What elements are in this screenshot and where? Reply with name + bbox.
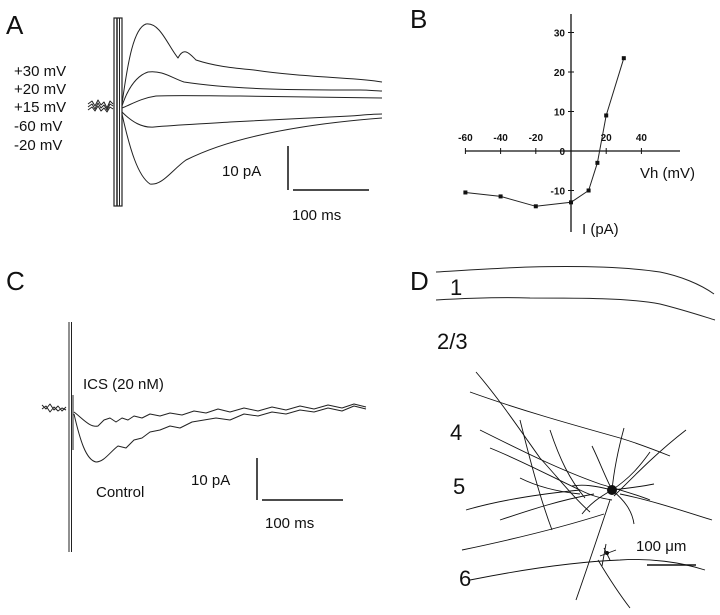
baseline-trace <box>87 105 114 113</box>
layer-label: 1 <box>450 275 462 300</box>
ics-trace <box>73 403 367 427</box>
iv-points <box>463 56 626 209</box>
baseline-trace <box>87 102 114 111</box>
iv-x-axis-label: Vh (mV) <box>640 165 695 182</box>
small-neuron-soma <box>605 551 609 555</box>
voltage-label: +20 mV <box>14 81 66 98</box>
baseline-trace <box>87 99 114 109</box>
iv-x-tick-label: 20 <box>601 133 613 144</box>
panel-a-voltage-labels: +30 mV +20 mV +15 mV -60 mV -20 mV <box>14 63 66 154</box>
current-trace-minus60mV <box>121 111 383 128</box>
voltage-label: -20 mV <box>14 137 62 154</box>
scale-time-label: 100 ms <box>265 515 314 532</box>
layer-label: 6 <box>459 566 471 591</box>
control-label: Control <box>96 484 144 501</box>
panel-label-c: C <box>6 266 25 296</box>
panel-label-b: B <box>410 4 427 34</box>
voltage-label: +15 mV <box>14 99 66 116</box>
iv-chart: -60 -40 -20 20 40 30 20 10 0 -10 Vh (mV) I (pA) <box>458 14 695 238</box>
panel-c-scale-bar: 10 pA 100 ms <box>191 458 343 532</box>
iv-y-tick-label: 30 <box>554 29 566 40</box>
iv-x-tick-label: -40 <box>493 133 508 144</box>
voltage-label: -60 mV <box>14 118 62 135</box>
iv-y-axis-label: I (pA) <box>582 221 619 238</box>
baseline-trace <box>41 405 67 413</box>
neuron-reconstruction <box>461 371 713 609</box>
layer-label: 4 <box>450 420 462 445</box>
current-trace-30mV <box>121 23 383 105</box>
iv-tick-labels: -60 -40 -20 20 40 30 20 10 0 -10 <box>458 29 647 198</box>
panel-a-scale-bar: 10 pA 100 ms <box>222 146 369 224</box>
iv-data-point <box>463 190 468 195</box>
iv-axes <box>465 14 680 232</box>
iv-data-point <box>586 188 591 193</box>
control-trace <box>73 405 367 463</box>
baseline-trace <box>41 403 67 412</box>
panel-label-d: D <box>410 266 429 296</box>
iv-y-tick-label: -10 <box>551 187 566 198</box>
iv-data-point <box>533 204 538 209</box>
stimulus-artifact <box>113 17 123 207</box>
current-trace-20mV <box>121 71 383 107</box>
iv-series-line <box>465 58 625 207</box>
current-trace-15mV <box>121 95 383 109</box>
iv-data-point <box>604 113 609 118</box>
iv-y-tick-label: 0 <box>559 147 565 158</box>
drug-label: ICS (20 nM) <box>83 376 164 393</box>
panel-d-scale-bar: 100 μm <box>636 538 696 566</box>
cortical-layer-labels: 1 2/3 4 5 6 <box>437 275 471 591</box>
iv-x-tick-label: 40 <box>636 133 648 144</box>
iv-data-point <box>621 56 626 61</box>
neuron-soma <box>607 485 617 495</box>
panel-label-a: A <box>6 10 24 40</box>
panel-a-traces <box>87 17 383 207</box>
scale-current-label: 10 pA <box>222 163 261 180</box>
pia-boundary <box>435 266 716 321</box>
layer-label: 5 <box>453 474 465 499</box>
layer-label: 2/3 <box>437 329 468 354</box>
iv-data-point <box>595 160 600 165</box>
panel-c-traces <box>41 322 367 552</box>
scale-bar-label: 100 μm <box>636 538 686 555</box>
iv-data-point <box>569 200 573 205</box>
iv-x-tick-label: -20 <box>529 133 544 144</box>
scale-current-label: 10 pA <box>191 472 230 489</box>
current-trace-minus20mV <box>121 113 383 185</box>
iv-y-tick-label: 10 <box>554 108 566 119</box>
voltage-label: +30 mV <box>14 63 66 80</box>
iv-data-point <box>498 194 503 199</box>
iv-y-tick-label: 20 <box>554 68 566 79</box>
iv-x-tick-label: -60 <box>458 133 473 144</box>
scale-time-label: 100 ms <box>292 207 341 224</box>
